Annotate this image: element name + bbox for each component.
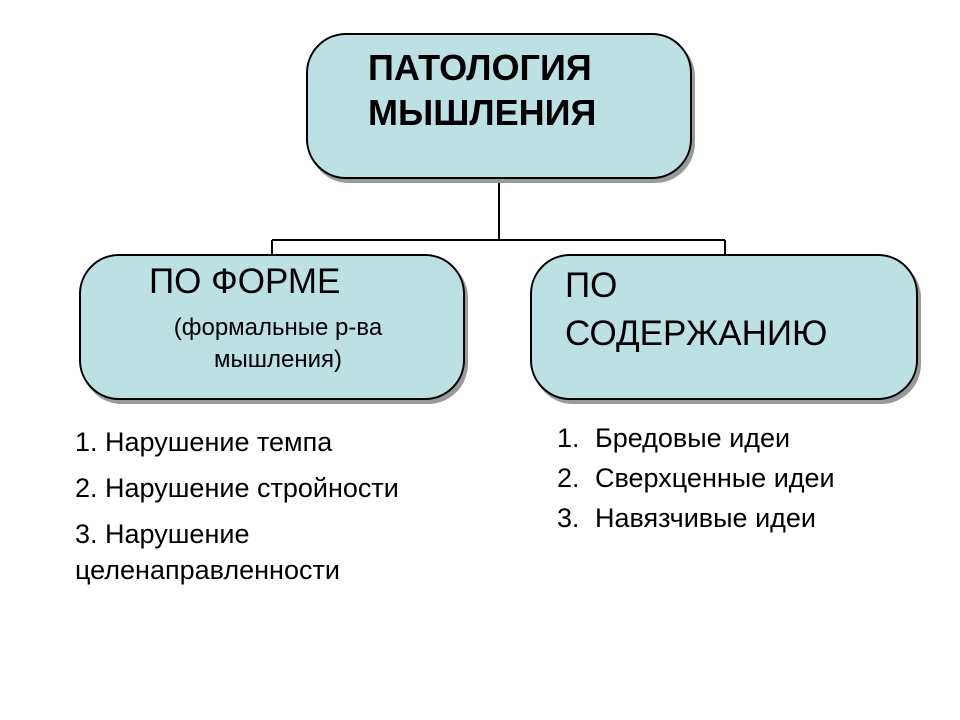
list-item: 2. Нарушение стройности <box>75 470 475 506</box>
list-item-text: Нарушение стройности <box>105 473 399 503</box>
list-item-text: Нарушение темпа <box>105 427 333 457</box>
list-item-number: 1. <box>557 423 580 453</box>
content-node-box: ПО СОДЕРЖАНИЮ <box>530 254 918 400</box>
content-title-line1: ПО <box>565 266 618 305</box>
list-item: 3. Нарушение целенаправленности <box>75 516 475 588</box>
list-item-text: Нарушение целенаправленности <box>75 519 340 585</box>
root-node-box: ПАТОЛОГИЯ МЫШЛЕНИЯ <box>306 33 692 179</box>
list-item-number: 3. <box>75 519 98 549</box>
list-item-number: 1. <box>75 427 98 457</box>
form-node-subtitle: (формальные р-ва мышления) <box>173 314 383 373</box>
list-item-text: Навязчивые идеи <box>595 503 817 533</box>
form-items-list: 1. Нарушение темпа 2. Нарушение стройнос… <box>75 424 475 598</box>
root-node-title: ПАТОЛОГИЯ МЫШЛЕНИЯ <box>368 45 596 135</box>
list-item-number: 2. <box>75 473 98 503</box>
list-item-text: Бредовые идеи <box>595 423 791 453</box>
list-item: 2. Сверхценные идеи <box>557 458 917 498</box>
list-item: 1. Нарушение темпа <box>75 424 475 460</box>
list-item-number: 2. <box>557 463 580 493</box>
list-item: 3. Навязчивые идеи <box>557 498 917 538</box>
list-item: 1. Бредовые идеи <box>557 418 917 458</box>
content-node-title: ПО СОДЕРЖАНИЮ <box>565 262 885 358</box>
content-items-list: 1. Бредовые идеи 2. Сверхценные идеи 3. Нав… <box>557 418 917 538</box>
content-title-line2: СОДЕРЖАНИЮ <box>565 314 828 353</box>
form-node-title: ПО ФОРМЕ <box>149 262 341 301</box>
form-node-box: ПО ФОРМЕ (формальные р-ва мышления) <box>79 254 465 400</box>
root-title-line2: МЫШЛЕНИЯ <box>368 92 597 133</box>
root-title-line1: ПАТОЛОГИЯ <box>368 47 592 88</box>
list-item-text: Сверхценные идеи <box>595 463 835 493</box>
list-item-number: 3. <box>557 503 580 533</box>
